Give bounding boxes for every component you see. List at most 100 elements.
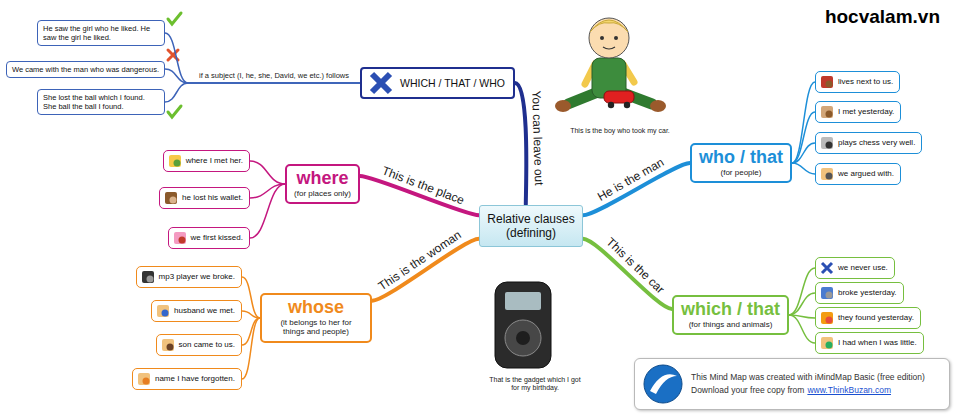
node-title: which / that (681, 300, 780, 320)
picture-icon-ground (142, 271, 154, 283)
boy-hair (590, 20, 628, 32)
central-topic: Relative clauses (defining) (479, 205, 583, 248)
node-subtitle: Download your free copy from (691, 385, 804, 395)
picture-icon-ground (162, 339, 174, 351)
leaf-line (789, 268, 815, 315)
example-box: I had when I was little. (815, 332, 924, 354)
picture-icon (161, 338, 175, 352)
picture-icon-ground (165, 192, 177, 204)
picture-icon-ground (169, 155, 181, 167)
node-title: We came with the man who was dangerous. (12, 65, 159, 74)
boy-shoe (555, 100, 571, 112)
node-title: I had when I was little. (838, 336, 917, 350)
example-box: name I have forgotten. (132, 368, 242, 390)
branch-label: This is the car (602, 234, 668, 298)
leaf-line (789, 293, 815, 315)
boy-eye (614, 36, 618, 40)
picture-icon-figure (826, 317, 833, 324)
pronoun-box: where(for places only) (285, 164, 360, 204)
node-title: whose (269, 298, 363, 318)
picture-icon-ground (157, 305, 169, 317)
picture-icon-ground (174, 232, 186, 244)
node-title: broke yesterday. (838, 286, 897, 300)
branch-line (515, 83, 526, 205)
node-title: they found yesterday. (838, 311, 914, 325)
picture-icon-figure (826, 173, 833, 180)
node-title: WHICH / THAT / WHO (400, 77, 505, 90)
node-title: where (294, 169, 351, 189)
picture-icon-ground (821, 76, 833, 88)
example-box: broke yesterday. (815, 282, 904, 304)
imindmap-logo (643, 364, 683, 404)
picture-icon-ground (821, 337, 833, 349)
picture-icon (820, 105, 834, 119)
node-title: he lost his wallet. (182, 191, 243, 205)
node-title: mp3 player we broke. (159, 270, 235, 284)
leaf-line (165, 83, 360, 102)
node-title: He saw the girl who he liked. He saw the… (43, 24, 159, 42)
boy-shoe (650, 100, 666, 112)
cross-stroke (372, 74, 390, 92)
cross-icon (368, 70, 394, 96)
node-subtitle: (for people) (699, 168, 783, 177)
gadget-illustration (495, 282, 551, 368)
example-box: She lost the ball which I found. She bal… (37, 89, 165, 115)
leaf-line (242, 318, 260, 379)
picture-icon-figure (166, 344, 173, 351)
node-subtitle: (it belongs to her for things and people… (269, 318, 363, 336)
example-box: He saw the girl who he liked. He saw the… (37, 20, 165, 46)
gadget-body (495, 282, 551, 368)
check-mark (168, 106, 181, 117)
node-title: This Mind Map was created with iMindMap … (691, 371, 943, 384)
picture-icon (173, 231, 187, 245)
node-title: son came to us. (179, 338, 235, 352)
picture-icon-figure (162, 310, 169, 317)
picture-icon-figure (826, 342, 833, 349)
leaf-line (165, 69, 360, 83)
toy-car-wheel (624, 102, 630, 108)
leaf-line (242, 318, 260, 345)
picture-icon-figure (826, 111, 833, 118)
example-box: he lost his wallet. (159, 187, 250, 209)
picture-icon-figure (178, 237, 185, 244)
picture-icon (820, 286, 834, 300)
node-title: Relative clauses (defining) (484, 212, 578, 241)
leaf-line (250, 184, 285, 238)
leaf-line (789, 315, 815, 343)
example-box: lives next to us. (815, 71, 900, 93)
node-title: who / that (699, 148, 783, 168)
node-title: we never use. (838, 261, 888, 275)
node-title: plays chess very well. (838, 136, 915, 150)
gadget-screen (505, 292, 541, 310)
leaf-line (242, 311, 260, 318)
node-title: husband we met. (174, 304, 235, 318)
picture-icon (137, 372, 151, 386)
picture-icon (820, 136, 834, 150)
example-box: I met yesterday. (815, 101, 901, 123)
node-subtitle: (for things and animals) (681, 320, 780, 329)
example-box: we never use. (815, 257, 895, 279)
picture-icon-ground (821, 106, 833, 118)
node-title: She lost the ball which I found. She bal… (43, 93, 159, 111)
branch-label: He is the man (594, 155, 668, 205)
picture-icon (820, 311, 834, 325)
picture-icon-ground (821, 168, 833, 180)
toy-car (604, 91, 634, 103)
picture-icon (820, 336, 834, 350)
pronoun-box: whose(it belongs to her for things and p… (260, 293, 372, 342)
example-box: we argued with. (815, 163, 901, 185)
picture-icon (820, 167, 834, 181)
picture-caption: This is the boy who took my car. (565, 127, 675, 135)
logo-disc (644, 365, 682, 403)
example-box: we first kissed. (168, 227, 250, 249)
picture-icon-figure (826, 292, 833, 299)
example-box: mp3 player we broke. (136, 266, 242, 288)
example-box: plays chess very well. (815, 132, 922, 154)
boy-head (589, 18, 629, 58)
leaf-line (792, 112, 815, 163)
cross-stroke (822, 263, 832, 273)
node-subtitle: www.ThinkBuzan.com (807, 385, 891, 395)
toy-car-wheel (608, 102, 614, 108)
picture-icon-ground (821, 312, 833, 324)
leaf-line (165, 33, 360, 83)
